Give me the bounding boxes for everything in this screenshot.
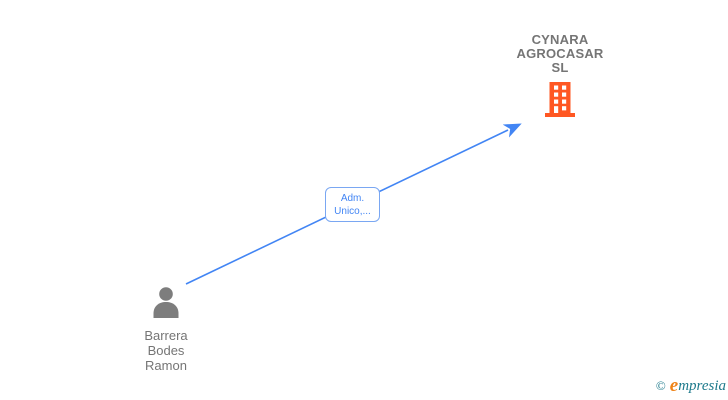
company-name-line2: AGROCASAR: [516, 46, 604, 61]
company-name: CYNARA AGROCASAR SL: [499, 33, 621, 75]
empresia-watermark[interactable]: © e mpresia: [656, 375, 726, 397]
copyright-icon: ©: [655, 378, 666, 393]
company-name-line3: SL: [551, 60, 569, 75]
brand-rest: mpresia: [678, 377, 726, 394]
person-name-line1: Barrera: [144, 328, 188, 343]
person-name: Barrera Bodes Ramon: [106, 328, 226, 373]
edge-label[interactable]: Adm. Unico,...: [325, 187, 380, 222]
person-icon: [106, 287, 226, 323]
edge-label-line2: Unico,...: [334, 205, 371, 217]
person-name-line3: Ramon: [145, 358, 187, 373]
person-name-line2: Bodes: [147, 343, 185, 358]
person-node[interactable]: Barrera Bodes Ramon: [106, 287, 226, 373]
company-name-line1: CYNARA: [531, 32, 589, 47]
company-node[interactable]: CYNARA AGROCASAR SL: [499, 33, 621, 123]
brand-initial: e: [669, 375, 679, 396]
building-icon: [499, 82, 621, 123]
edge-label-line1: Adm.: [340, 192, 365, 204]
